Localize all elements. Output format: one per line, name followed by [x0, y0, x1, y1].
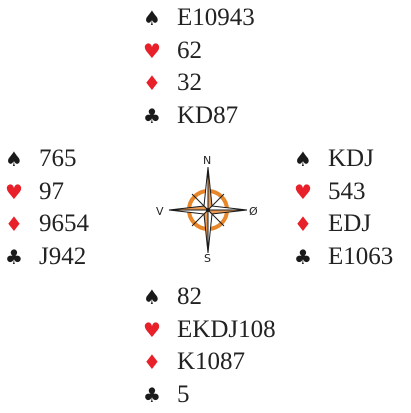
compass-north-label: N [203, 154, 212, 167]
diamond-icon: ♦ [143, 71, 161, 95]
compass-south-label: S [204, 252, 211, 265]
south-spades: 82 [177, 283, 202, 310]
spade-icon: ♠ [5, 147, 23, 171]
east-clubs: E1063 [328, 242, 394, 270]
heart-icon: ♥ [5, 179, 23, 204]
west-hearts: 97 [39, 177, 64, 205]
compass-main-points [168, 166, 248, 254]
compass-east-label: Ø [249, 205, 258, 218]
north-diamonds: 32 [177, 69, 202, 96]
east-spades: KDJ [328, 145, 374, 172]
west-clubs: J942 [39, 242, 87, 270]
heart-icon: ♥ [143, 38, 161, 63]
north-hearts: 62 [177, 36, 202, 64]
diamond-icon: ♦ [294, 212, 312, 236]
north-clubs: KD87 [177, 101, 239, 129]
east-diamonds: EDJ [328, 210, 372, 237]
heart-icon: ♥ [294, 179, 312, 204]
heart-icon: ♥ [143, 317, 161, 342]
club-icon: ♣ [143, 382, 161, 407]
compass-west-label: V [156, 205, 164, 218]
west-spades: 765 [39, 145, 77, 172]
club-icon: ♣ [143, 103, 161, 128]
compass-rose: N V Ø S [152, 149, 264, 267]
club-icon: ♣ [5, 244, 23, 269]
south-hearts: EKDJ108 [177, 315, 276, 343]
west-diamonds: 9654 [39, 210, 89, 237]
club-icon: ♣ [294, 244, 312, 269]
spade-icon: ♠ [143, 285, 161, 309]
north-spades: E10943 [177, 4, 255, 31]
south-diamonds: K1087 [177, 348, 246, 375]
diamond-icon: ♦ [143, 350, 161, 374]
south-clubs: 5 [177, 380, 190, 408]
diamond-icon: ♦ [5, 212, 23, 236]
compass-rose-icon [168, 166, 248, 254]
spade-icon: ♠ [143, 6, 161, 30]
spade-icon: ♠ [294, 147, 312, 171]
east-hearts: 543 [328, 177, 366, 205]
